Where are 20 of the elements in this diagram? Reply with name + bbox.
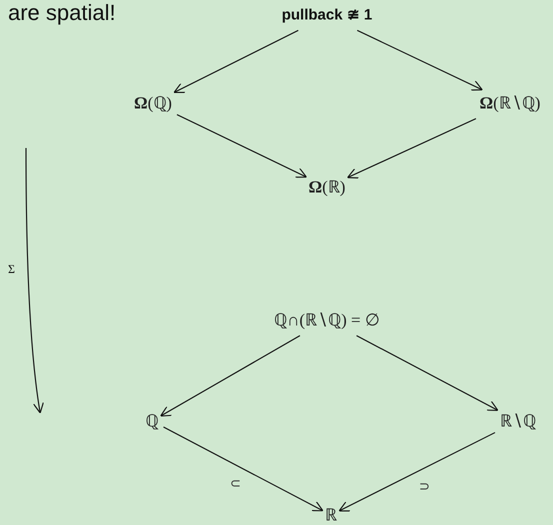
edge-label: ⊃ <box>419 477 430 496</box>
arrow <box>176 114 307 178</box>
math-label: Ω(ℝ) <box>308 176 346 198</box>
heading-text: are spatial! <box>8 0 116 27</box>
arrow <box>338 432 496 512</box>
math-label: ℚ <box>146 410 158 432</box>
math-label: pullback ≇ 1 <box>282 6 372 26</box>
math-label: ℚ∩(ℝ∖ℚ) = ∅ <box>274 309 380 331</box>
arrow <box>356 335 498 411</box>
edge-label: ⊂ <box>230 474 241 492</box>
math-label: Ω(ℚ) <box>134 92 172 114</box>
math-label: ℝ∖ℚ <box>500 410 536 432</box>
sigma-label: Σ <box>8 261 15 278</box>
arrow <box>174 30 298 93</box>
arrow <box>357 30 483 91</box>
math-label: ℝ <box>325 504 337 525</box>
math-label: Ω(ℝ∖ℚ) <box>480 92 540 114</box>
arrow <box>163 426 324 512</box>
arrow <box>347 118 476 178</box>
arrow <box>160 335 300 417</box>
